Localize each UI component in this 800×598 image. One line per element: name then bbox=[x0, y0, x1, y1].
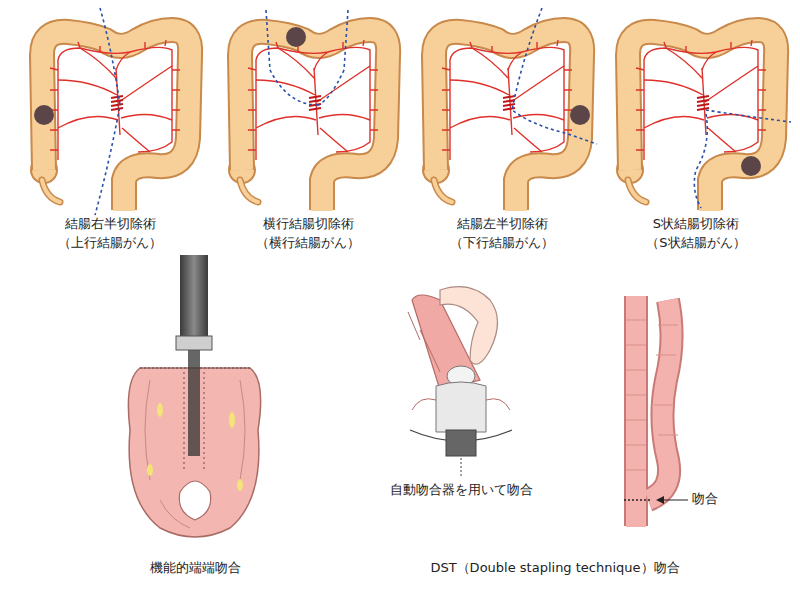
stapler-note: 自動吻合器を用いて吻合 bbox=[390, 482, 533, 498]
functional-anastomosis bbox=[128, 255, 260, 537]
colon-panel bbox=[229, 10, 388, 211]
cancer-site: （上行結腸がん） bbox=[58, 235, 162, 251]
procedure-name: 結腸左半切除術 bbox=[457, 216, 548, 232]
anastomosis-caption: 機能的端端吻合 bbox=[150, 560, 241, 576]
colon-panel bbox=[31, 8, 190, 215]
procedure-name: S状結腸切除術 bbox=[653, 216, 739, 232]
cancer-site: （S状結腸がん） bbox=[646, 235, 745, 251]
dst-colon bbox=[624, 296, 688, 527]
colon-panel bbox=[423, 8, 597, 211]
anastomosis-caption: DST（Double stapling technique）吻合 bbox=[430, 560, 679, 576]
cancer-site: （下行結腸がん） bbox=[450, 235, 554, 251]
colon-panel bbox=[617, 30, 791, 211]
procedure-name: 横行結腸切除術 bbox=[263, 216, 354, 232]
dst-stapler bbox=[408, 287, 512, 478]
cancer-site: （横行結腸がん） bbox=[256, 235, 360, 251]
anastomosis-callout: 吻合 bbox=[692, 491, 718, 507]
procedure-name: 結腸右半切除術 bbox=[65, 216, 156, 232]
